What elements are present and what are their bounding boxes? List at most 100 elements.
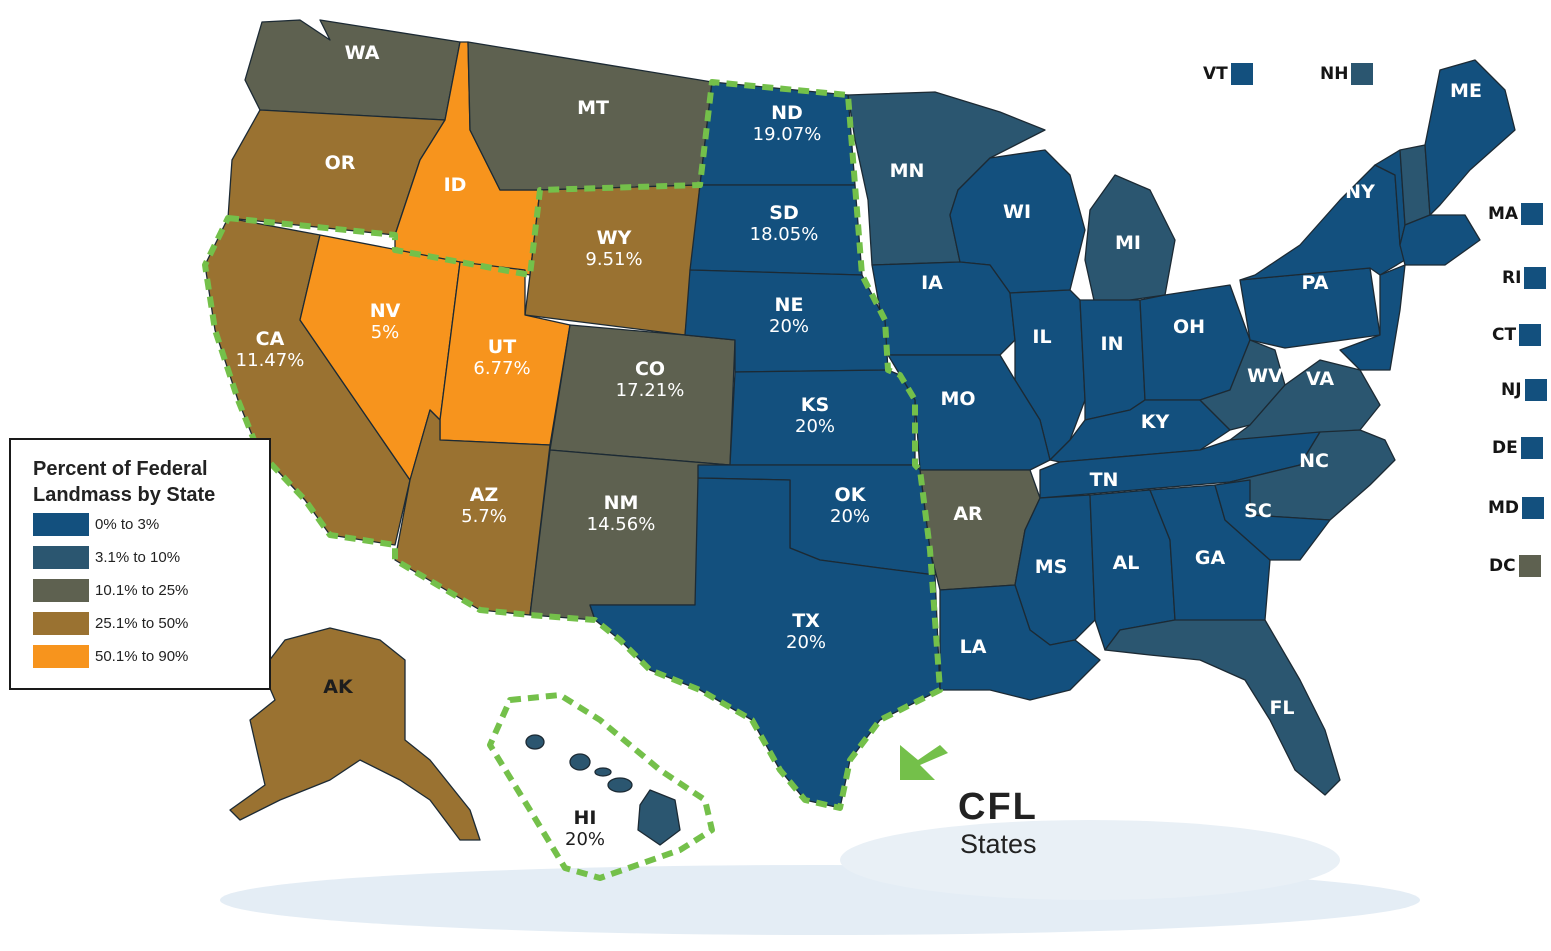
state-shape-hi-big (637, 789, 681, 846)
legend-label: 0% to 3% (95, 516, 160, 533)
state-label-la: LA (960, 636, 987, 658)
state-percent: 18.05% (749, 224, 819, 245)
state-abbr: AR (953, 503, 983, 525)
state-abbr: IL (1032, 326, 1052, 348)
state-abbr: FL (1269, 697, 1295, 719)
legend-swatch (33, 513, 89, 536)
state-label-in: IN (1101, 333, 1124, 355)
small-state-abbr: DC (1489, 556, 1516, 576)
state-label-wv: WV (1247, 365, 1283, 387)
state-shape-nj-md (1339, 264, 1406, 371)
small-state-ct: CT (1492, 324, 1542, 346)
state-shape-co (549, 324, 736, 466)
state-shape-ky (1049, 399, 1231, 463)
state-label-mn: MN (890, 160, 925, 182)
small-state-swatch (1351, 63, 1374, 85)
state-abbr: WI (1002, 201, 1032, 223)
state-percent: 5% (370, 322, 400, 343)
legend-label: 50.1% to 90% (95, 648, 189, 665)
small-state-ma: MA (1488, 203, 1544, 225)
state-shape-la (939, 584, 1101, 701)
state-abbr: AL (1112, 552, 1140, 574)
state-abbr: MI (1115, 232, 1141, 254)
state-shape-hi-maui (607, 777, 633, 793)
small-state-abbr: VT (1203, 64, 1228, 84)
small-state-nh: NH (1320, 63, 1374, 85)
small-state-abbr: NJ (1501, 380, 1522, 400)
state-abbr: NC (1299, 450, 1329, 472)
state-label-nc: NC (1299, 450, 1329, 472)
state-abbr: NV (369, 300, 401, 322)
state-label-ky: KY (1141, 411, 1169, 433)
state-shape-ny (1239, 164, 1406, 281)
state-abbr: HI (573, 807, 597, 829)
state-label-wi: WI (1003, 201, 1031, 223)
state-abbr: WY (596, 227, 632, 249)
small-state-swatch (1524, 379, 1547, 401)
state-abbr: SC (1244, 500, 1272, 522)
state-shape-fl (1104, 619, 1341, 796)
small-state-abbr: RI (1502, 268, 1522, 288)
state-shape-ne-states (1399, 214, 1481, 266)
legend-swatch (33, 645, 89, 668)
legend-label: 3.1% to 10% (95, 549, 181, 566)
legend-item: 10.1% to 25% (33, 574, 269, 607)
small-state-swatch (1520, 437, 1543, 459)
state-shape-in (1079, 299, 1146, 421)
state-percent: 20% (564, 829, 606, 850)
state-label-wa: WA (345, 42, 380, 64)
cfl-outline-hawaii (487, 692, 715, 881)
state-percent: 6.77% (473, 358, 531, 379)
state-label-mt: MT (577, 97, 609, 119)
state-abbr: LA (959, 636, 987, 658)
state-label-oh: OH (1173, 316, 1205, 338)
state-shape-sc (1214, 479, 1331, 561)
small-state-md: MD (1488, 497, 1545, 519)
state-label-me: ME (1450, 80, 1482, 102)
state-shape-hi-oahu (569, 753, 591, 771)
state-label-ar: AR (953, 503, 982, 525)
state-label-al: AL (1113, 552, 1140, 574)
legend-label: 10.1% to 25% (95, 582, 189, 599)
state-shape-ia (871, 261, 1016, 356)
gulf-shadow (840, 820, 1340, 900)
state-label-or: OR (325, 152, 356, 174)
state-percent: 9.51% (585, 249, 643, 270)
cfl-subtitle: States (960, 829, 1037, 859)
state-shape-wa (244, 19, 461, 121)
state-abbr: WV (1247, 365, 1283, 387)
state-percent: 17.21% (615, 380, 685, 401)
small-state-abbr: CT (1492, 325, 1517, 345)
state-abbr: GA (1194, 547, 1226, 569)
state-abbr: OR (324, 152, 356, 174)
small-state-swatch (1518, 555, 1541, 577)
state-percent: 11.47% (235, 350, 305, 371)
legend-item: 0% to 3% (33, 508, 269, 541)
state-label-pa: PA (1302, 272, 1329, 294)
state-abbr: ID (443, 174, 467, 196)
state-abbr: ME (1450, 80, 1482, 102)
small-state-ri: RI (1502, 267, 1547, 289)
legend-swatch (33, 612, 89, 635)
small-state-nj: NJ (1501, 379, 1547, 401)
state-shape-hi-molokai (594, 767, 612, 777)
state-percent: 20% (829, 506, 871, 527)
state-label-il: IL (1032, 326, 1051, 348)
legend-item: 25.1% to 50% (33, 607, 269, 640)
legend-item: 50.1% to 90% (33, 640, 269, 673)
cfl-arrow-icon (900, 745, 948, 780)
cfl-outline-west (202, 79, 943, 811)
state-abbr: MO (940, 388, 976, 410)
small-state-swatch (1519, 324, 1542, 346)
